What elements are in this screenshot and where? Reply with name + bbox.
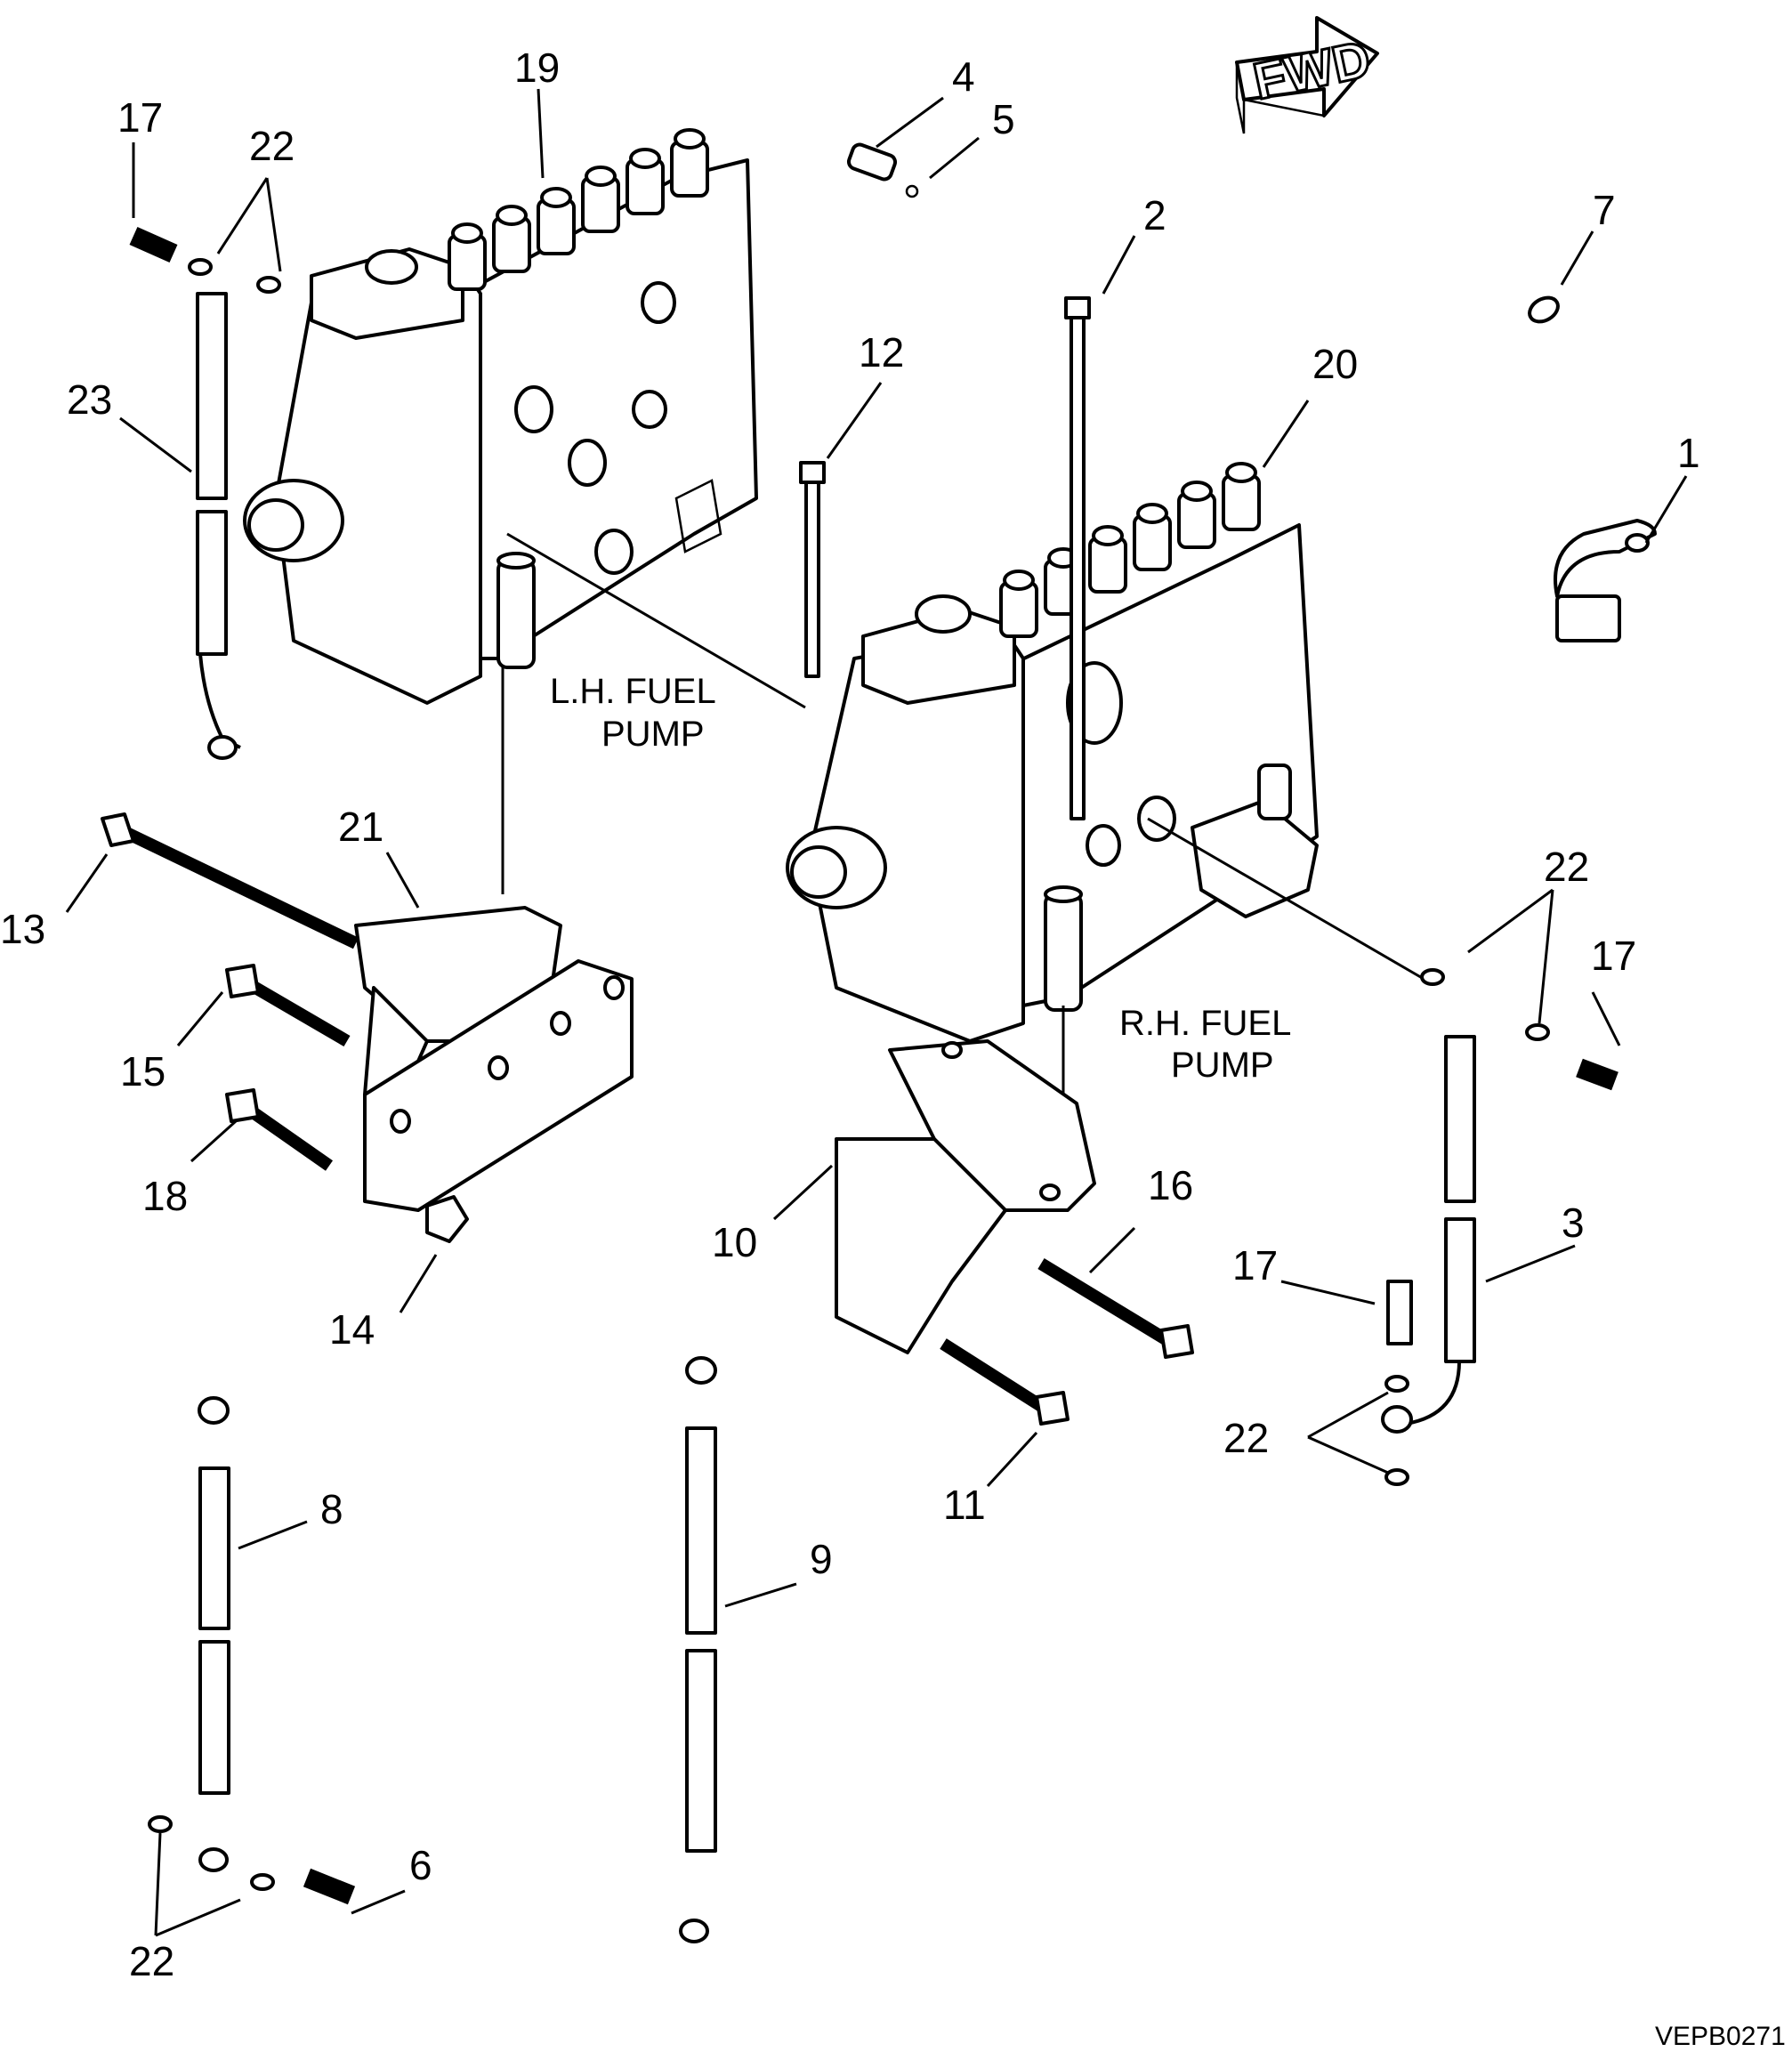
bolt-15 [225, 964, 351, 1047]
lh-pump-label-line1: L.H. FUEL [550, 672, 716, 711]
callout-21: 21 [338, 804, 383, 850]
callout-labels: 1 2 3 4 5 6 7 8 9 10 11 12 13 14 15 16 1… [0, 44, 1700, 1984]
bolt-11 [940, 1338, 1070, 1426]
forward-direction-arrow: FWD [1235, 16, 1379, 134]
callout-1: 1 [1677, 430, 1700, 476]
callout-17-lh: 17 [117, 94, 163, 141]
callout-13: 13 [0, 906, 45, 952]
nut-14 [425, 1195, 469, 1243]
lh-injector-row [448, 128, 709, 291]
callout-17-lower: 17 [1232, 1242, 1278, 1289]
callout-22-rh: 22 [1544, 844, 1589, 890]
callout-22-lh: 22 [249, 123, 295, 169]
clamp-1 [1554, 519, 1657, 642]
fuel-line-23 [196, 292, 241, 760]
callout-20: 20 [1312, 341, 1358, 387]
lh-pump-bracket [354, 906, 634, 1212]
callout-12: 12 [859, 329, 904, 376]
bolt-18 [225, 1088, 334, 1171]
callout-15: 15 [120, 1048, 165, 1095]
bolt-16 [1037, 1258, 1194, 1359]
fuel-line-8 [198, 1396, 230, 1872]
callout-8: 8 [320, 1486, 343, 1532]
sensor-4 [846, 142, 919, 198]
fuel-line-3 [1381, 1035, 1476, 1434]
callout-7: 7 [1593, 187, 1616, 233]
callout-22-lower-lh: 22 [129, 1938, 174, 1984]
lh-fuel-pump [243, 128, 758, 705]
figure-reference-code: VEPB0271 [1655, 2022, 1786, 2051]
washers-22 [148, 258, 1550, 1891]
callout-18: 18 [142, 1173, 188, 1219]
callout-19: 19 [514, 44, 560, 91]
rh-pump-label-line1: R.H. FUEL [1119, 1004, 1291, 1043]
callout-23: 23 [67, 376, 112, 423]
rh-fuel-pump [786, 462, 1319, 1043]
rh-pump-label-line2: PUMP [1171, 1046, 1274, 1085]
banjo-bolt-17b [1576, 1058, 1618, 1091]
callout-22-lower-rh: 22 [1223, 1415, 1269, 1461]
callout-16: 16 [1148, 1162, 1193, 1208]
callout-4: 4 [952, 53, 975, 100]
long-bolt-12 [799, 461, 826, 678]
rh-pump-bracket [835, 1039, 1096, 1354]
callout-11: 11 [943, 1482, 986, 1528]
banjo-bolt-17a [129, 226, 178, 263]
bolt-13 [101, 812, 359, 949]
callout-3: 3 [1562, 1200, 1585, 1246]
fwd-label: FWD [1248, 30, 1376, 111]
banjo-bolt-17c [1386, 1280, 1413, 1345]
pump-labels: L.H. FUEL PUMP R.H. FUEL PUMP [550, 672, 1291, 1085]
callout-10: 10 [712, 1219, 757, 1265]
o-ring-7 [1528, 295, 1560, 324]
callout-17-rh: 17 [1591, 933, 1636, 979]
callout-5: 5 [992, 96, 1015, 142]
callout-2: 2 [1143, 192, 1166, 238]
lh-pump-label-line2: PUMP [601, 715, 705, 754]
fuel-line-9 [679, 1356, 717, 1943]
callout-9: 9 [810, 1536, 833, 1582]
banjo-bolt-6 [303, 1868, 356, 1905]
leader-lines [65, 88, 1688, 1937]
callout-14: 14 [329, 1306, 375, 1353]
long-bolt-2 [1064, 296, 1091, 820]
callout-6: 6 [409, 1842, 432, 1888]
